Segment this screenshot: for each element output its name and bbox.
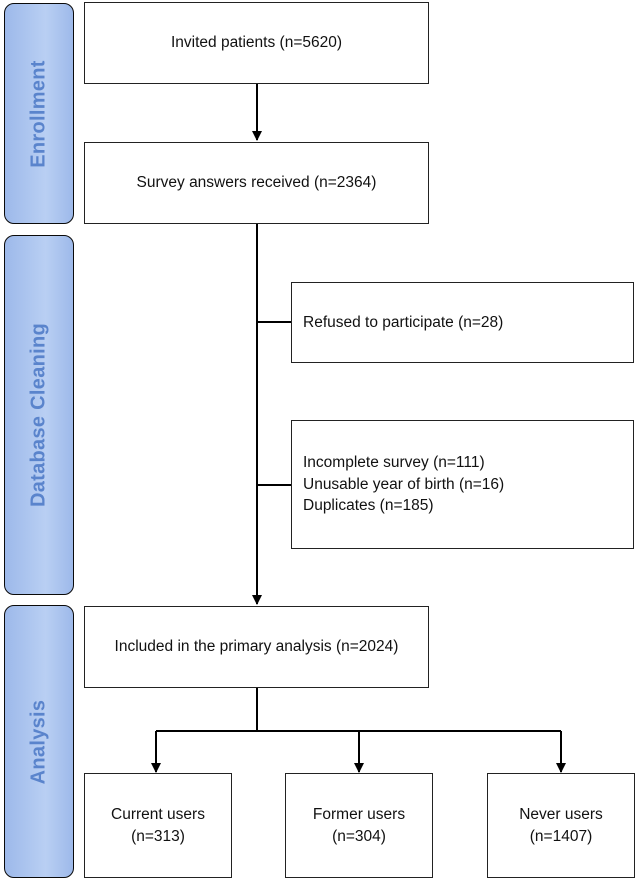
included-text: Included in the primary analysis (n=2024… [114, 638, 399, 656]
refused-text: Refused to participate (n=28) [303, 313, 504, 331]
box-former-users: Former users (n=304) [285, 773, 433, 878]
current-count: (n=313) [131, 827, 185, 845]
former-label: Former users [312, 805, 406, 823]
box-included: Included in the primary analysis (n=2024… [84, 606, 429, 688]
current-label: Current users [111, 805, 205, 823]
box-invited-patients: Invited patients (n=5620) [84, 2, 429, 84]
box-current-users: Current users (n=313) [84, 773, 232, 878]
box-excluded: Incomplete survey (n=111) Unusable year … [291, 420, 634, 549]
survey-text: Survey answers received (n=2364) [136, 174, 377, 192]
phase-cleaning-label: Database Cleaning [27, 322, 50, 508]
never-count: (n=1407) [529, 827, 593, 845]
box-survey-received: Survey answers received (n=2364) [84, 142, 429, 224]
never-label: Never users [519, 805, 603, 823]
excluded-duplicates: Duplicates (n=185) [303, 497, 434, 515]
invited-text: Invited patients (n=5620) [170, 34, 343, 52]
phase-analysis: Analysis [4, 605, 74, 878]
phase-enrollment: Enrollment [4, 3, 74, 224]
phase-analysis-label: Analysis [27, 699, 50, 784]
box-refused: Refused to participate (n=28) [291, 282, 634, 363]
excluded-year-of-birth: Unusable year of birth (n=16) [303, 475, 505, 493]
box-never-users: Never users (n=1407) [487, 773, 635, 878]
phase-database-cleaning: Database Cleaning [4, 235, 74, 595]
phase-enrollment-label: Enrollment [27, 59, 50, 168]
former-count: (n=304) [332, 827, 386, 845]
excluded-incomplete: Incomplete survey (n=111) [303, 453, 485, 471]
